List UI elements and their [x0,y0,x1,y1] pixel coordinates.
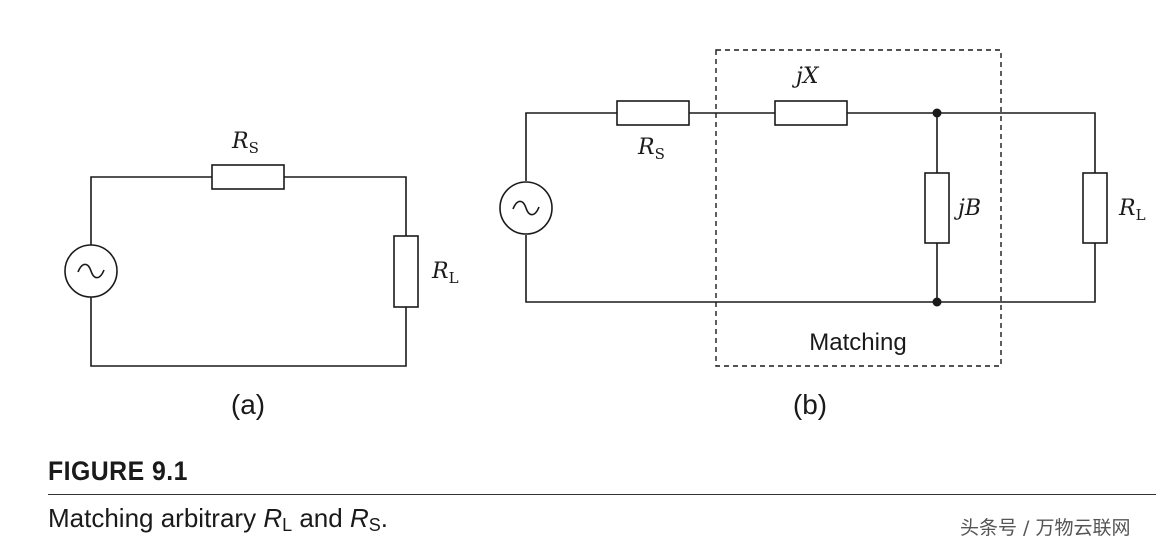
caption-middle: and [292,503,350,533]
panel-label-a: (a) [231,389,265,420]
caption-divider [48,494,1156,495]
junction-dot-top [932,108,942,118]
circuit-b-rl-label: RL [1118,196,1146,224]
circuit-a-rl-label: RL [431,259,459,287]
sine-wave-icon [77,263,105,279]
circuit-b-ac-source [499,181,553,235]
figure-number: FIGURE 9.1 [48,456,188,486]
caption-rs-subscript: S [368,515,381,535]
watermark: 头条号 / 万物云联网 [960,517,1131,539]
panel-label-b: (b) [793,389,827,420]
sine-wave-icon [512,200,540,216]
circuit-b-rs-label: RS [637,135,665,163]
caption-prefix: Matching arbitrary [48,503,264,533]
circuit-b: RS jX jB RL Matching (b) [499,49,1146,420]
circuit-b-jb-label: jB [953,196,981,221]
circuit-b-rl-resistor [1082,172,1108,244]
circuit-b-jx-label: jX [791,64,820,89]
junction-dot-bottom [932,297,942,307]
circuit-a-rs-resistor [211,164,285,190]
circuit-b-jb-susceptance [924,172,950,244]
caption-suffix: . [380,503,388,533]
circuit-b-rs-resistor [616,100,690,126]
circuit-a-wires [90,176,407,367]
circuit-b-wires [525,112,1096,303]
caption-rs-symbol: R [349,503,369,533]
circuit-figure: RS RL (a) RS jX jB RL [64,49,1146,420]
circuit-b-jx-reactance [774,100,848,126]
circuit-a-rl-resistor [393,235,419,308]
caption-rl-subscript: L [282,515,293,535]
figure-caption: Matching arbitrary RL and RS. [48,503,388,534]
matching-network-box [715,49,1002,367]
circuit-a-ac-source [64,244,118,298]
caption-rl-symbol: R [263,503,283,533]
circuit-a: RS RL (a) [64,129,459,420]
circuit-a-rs-label: RS [231,129,259,157]
matching-label: Matching [809,329,906,356]
